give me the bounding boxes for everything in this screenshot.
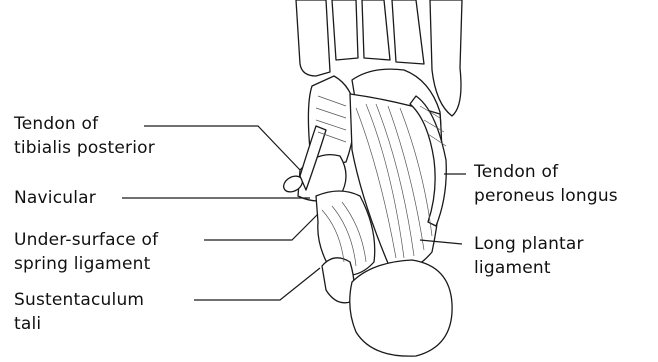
label-line: peroneus longus bbox=[474, 184, 618, 208]
label-line: Navicular bbox=[14, 186, 96, 210]
label-line: Long plantar bbox=[474, 232, 584, 256]
metatarsal-shaft bbox=[296, 0, 330, 76]
sustentaculum-tali bbox=[322, 258, 354, 303]
label-long-plantar-ligament: Long plantar ligament bbox=[474, 232, 584, 280]
label-line: tali bbox=[14, 312, 144, 336]
label-line: Tendon of bbox=[474, 160, 618, 184]
metatarsal-shaft bbox=[362, 0, 390, 60]
label-tendon-peroneus-longus: Tendon of peroneus longus bbox=[474, 160, 618, 208]
label-line: Under-surface of bbox=[14, 228, 158, 252]
label-line: ligament bbox=[474, 256, 584, 280]
label-tendon-tibialis-posterior: Tendon of tibialis posterior bbox=[14, 112, 155, 160]
metatarsal-shaft bbox=[332, 0, 358, 60]
metatarsal-shaft bbox=[392, 0, 424, 64]
label-under-surface-spring-ligament: Under-surface of spring ligament bbox=[14, 228, 158, 276]
leader-under-surface-spring-ligament bbox=[204, 214, 318, 240]
label-sustentaculum-tali: Sustentaculum tali bbox=[14, 288, 144, 336]
label-navicular: Navicular bbox=[14, 186, 96, 210]
leader-sustentaculum-tali bbox=[194, 268, 320, 300]
calcaneus bbox=[350, 260, 452, 356]
label-line: Tendon of bbox=[14, 112, 155, 136]
label-line: spring ligament bbox=[14, 252, 158, 276]
label-line: tibialis posterior bbox=[14, 136, 155, 160]
label-line: Sustentaculum bbox=[14, 288, 144, 312]
leader-tendon-tibialis-posterior bbox=[144, 126, 300, 170]
